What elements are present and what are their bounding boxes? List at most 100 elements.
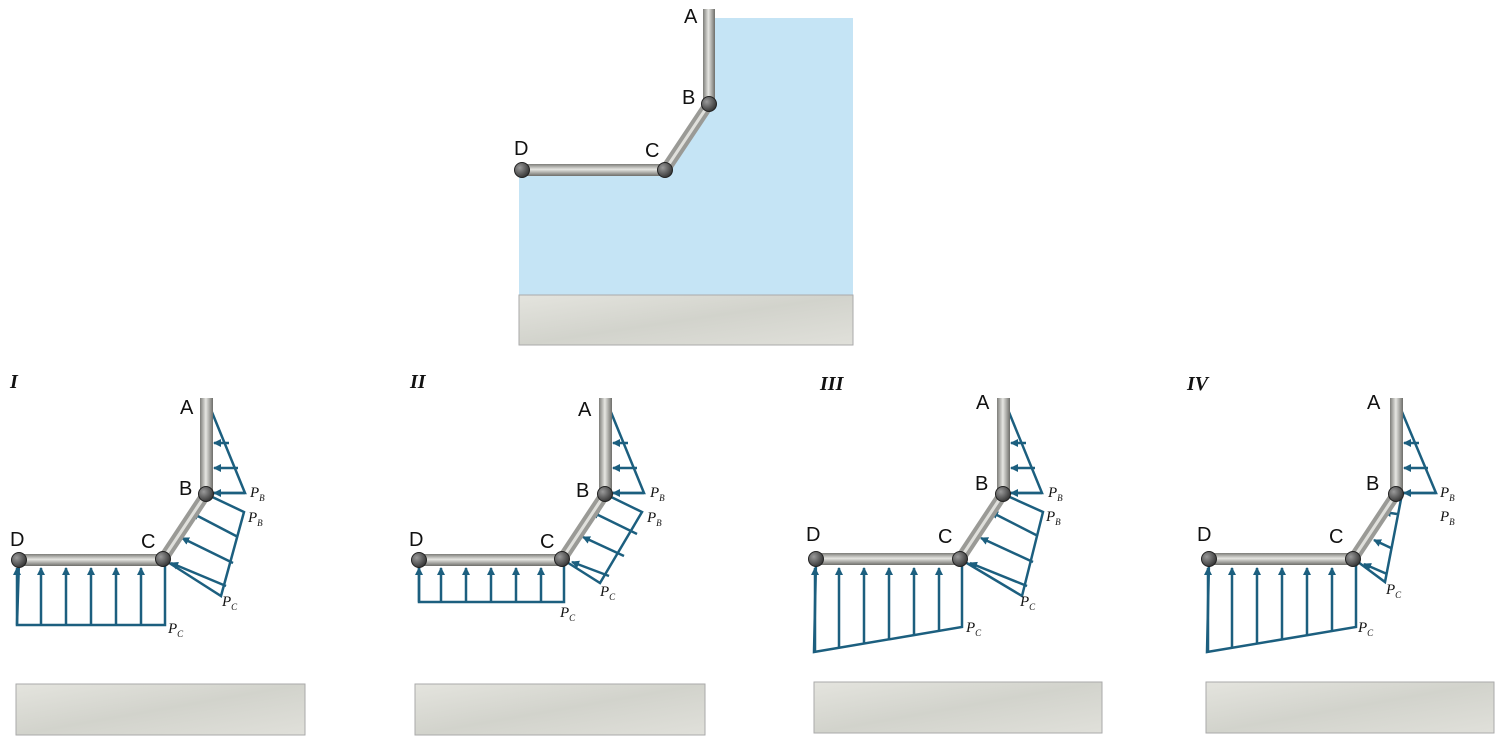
label-pc-1: PC <box>1385 582 1402 600</box>
ground-slab <box>1205 681 1495 734</box>
load-arrow <box>1373 538 1392 550</box>
ground-slab <box>15 683 306 736</box>
label-a: A <box>1367 392 1381 414</box>
pipe-segment-ab <box>1390 398 1403 494</box>
joint-d <box>808 551 824 567</box>
label-b: B <box>975 473 988 495</box>
panel-i: I A B C D <box>9 371 306 736</box>
pipe-segment-ab <box>703 9 715 104</box>
load-arrow <box>990 510 1039 538</box>
load-outline-bc <box>162 492 246 598</box>
pipe-segment-cd <box>19 554 163 566</box>
label-pb-1: PB <box>649 485 665 503</box>
joint-c <box>554 551 570 567</box>
label-pb-2: PB <box>247 510 263 528</box>
panel-ii: II A B C D PB PB PC <box>409 371 706 736</box>
label-d: D <box>806 524 820 546</box>
pipe-segment-cd <box>1209 553 1353 565</box>
pressure-diagram <box>13 399 247 627</box>
pipe-highlight <box>161 493 208 560</box>
joint-b <box>597 486 613 502</box>
load-arrow <box>969 561 1028 588</box>
label-pc-1: PC <box>221 594 238 612</box>
panel-id: I <box>9 371 19 393</box>
label-pc-2: PC <box>1357 620 1374 638</box>
label-c: C <box>938 526 952 548</box>
label-d: D <box>514 138 528 160</box>
label-pc-1: PC <box>1019 594 1036 612</box>
label-pc-2: PC <box>965 620 982 638</box>
load-arrow <box>181 536 234 565</box>
label-a: A <box>684 6 698 28</box>
label-c: C <box>540 531 554 553</box>
label-c: C <box>141 531 155 553</box>
load-arrow <box>591 510 638 536</box>
joint-b <box>1388 486 1404 502</box>
joint-d <box>411 552 427 568</box>
pressure-diagram <box>415 399 646 604</box>
pipe-highlight-bc <box>663 103 711 171</box>
label-a: A <box>180 397 194 419</box>
joint-d <box>1201 551 1217 567</box>
ground-slab <box>414 683 706 736</box>
panel-iii: III A B C D PB PB PC <box>806 373 1103 734</box>
panel-id: II <box>409 371 427 393</box>
label-b: B <box>682 87 695 109</box>
label-a: A <box>976 392 990 414</box>
label-pc-2: PC <box>167 621 184 639</box>
label-d: D <box>10 529 24 551</box>
joint-d <box>514 162 530 178</box>
label-pc-2: PC <box>559 605 576 623</box>
pressure-diagram <box>811 399 1045 654</box>
joint-b <box>198 486 214 502</box>
pipe-segment-ab <box>997 398 1010 494</box>
label-pb-1: PB <box>1047 485 1063 503</box>
pipe-highlight <box>1351 493 1398 560</box>
pipe-segment-cd <box>522 164 665 176</box>
main-scene: A B C D <box>514 6 854 346</box>
joint-c <box>1345 551 1361 567</box>
pipe-highlight <box>560 493 607 560</box>
pipe-segment-cd <box>419 554 562 566</box>
load-arrow <box>191 511 239 539</box>
label-pc-1: PC <box>599 584 616 602</box>
label-d: D <box>1197 524 1211 546</box>
pipe-highlight <box>958 493 1005 560</box>
load-outline-bc <box>959 492 1045 598</box>
ground-slab <box>518 294 854 346</box>
pipe-segment-ab <box>599 398 612 494</box>
joint-b <box>701 96 717 112</box>
panel-id: III <box>819 373 845 395</box>
joint-c <box>657 162 673 178</box>
label-pb-2: PB <box>1045 509 1061 527</box>
load-arrow <box>582 535 625 558</box>
pipe-segment-ab <box>200 398 213 494</box>
label-pb-2: PB <box>646 510 662 528</box>
joint-c <box>952 551 968 567</box>
pressure-diagram <box>1204 399 1438 654</box>
ground-slab <box>813 681 1103 734</box>
dry-region <box>519 18 709 170</box>
load-arrow <box>170 561 227 588</box>
label-a: A <box>578 399 592 421</box>
panel-iv: IV A B C D PB PB PC <box>1186 373 1495 734</box>
label-c: C <box>645 140 659 162</box>
pipe-segment-cd <box>816 553 960 565</box>
label-pb-1: PB <box>1439 485 1455 503</box>
label-pb-2: PB <box>1439 509 1455 527</box>
load-outline-bc <box>561 492 644 585</box>
joint-b <box>995 486 1011 502</box>
label-b: B <box>1366 473 1379 495</box>
label-c: C <box>1329 526 1343 548</box>
load-arrow <box>571 560 610 578</box>
panel-id: IV <box>1186 373 1210 395</box>
label-b: B <box>179 478 192 500</box>
load-arrow <box>980 536 1034 564</box>
label-d: D <box>409 529 423 551</box>
load-arrow <box>1363 562 1388 576</box>
joint-d <box>11 552 27 568</box>
label-b: B <box>576 480 589 502</box>
joint-c <box>155 551 171 567</box>
label-pb-1: PB <box>249 485 265 503</box>
